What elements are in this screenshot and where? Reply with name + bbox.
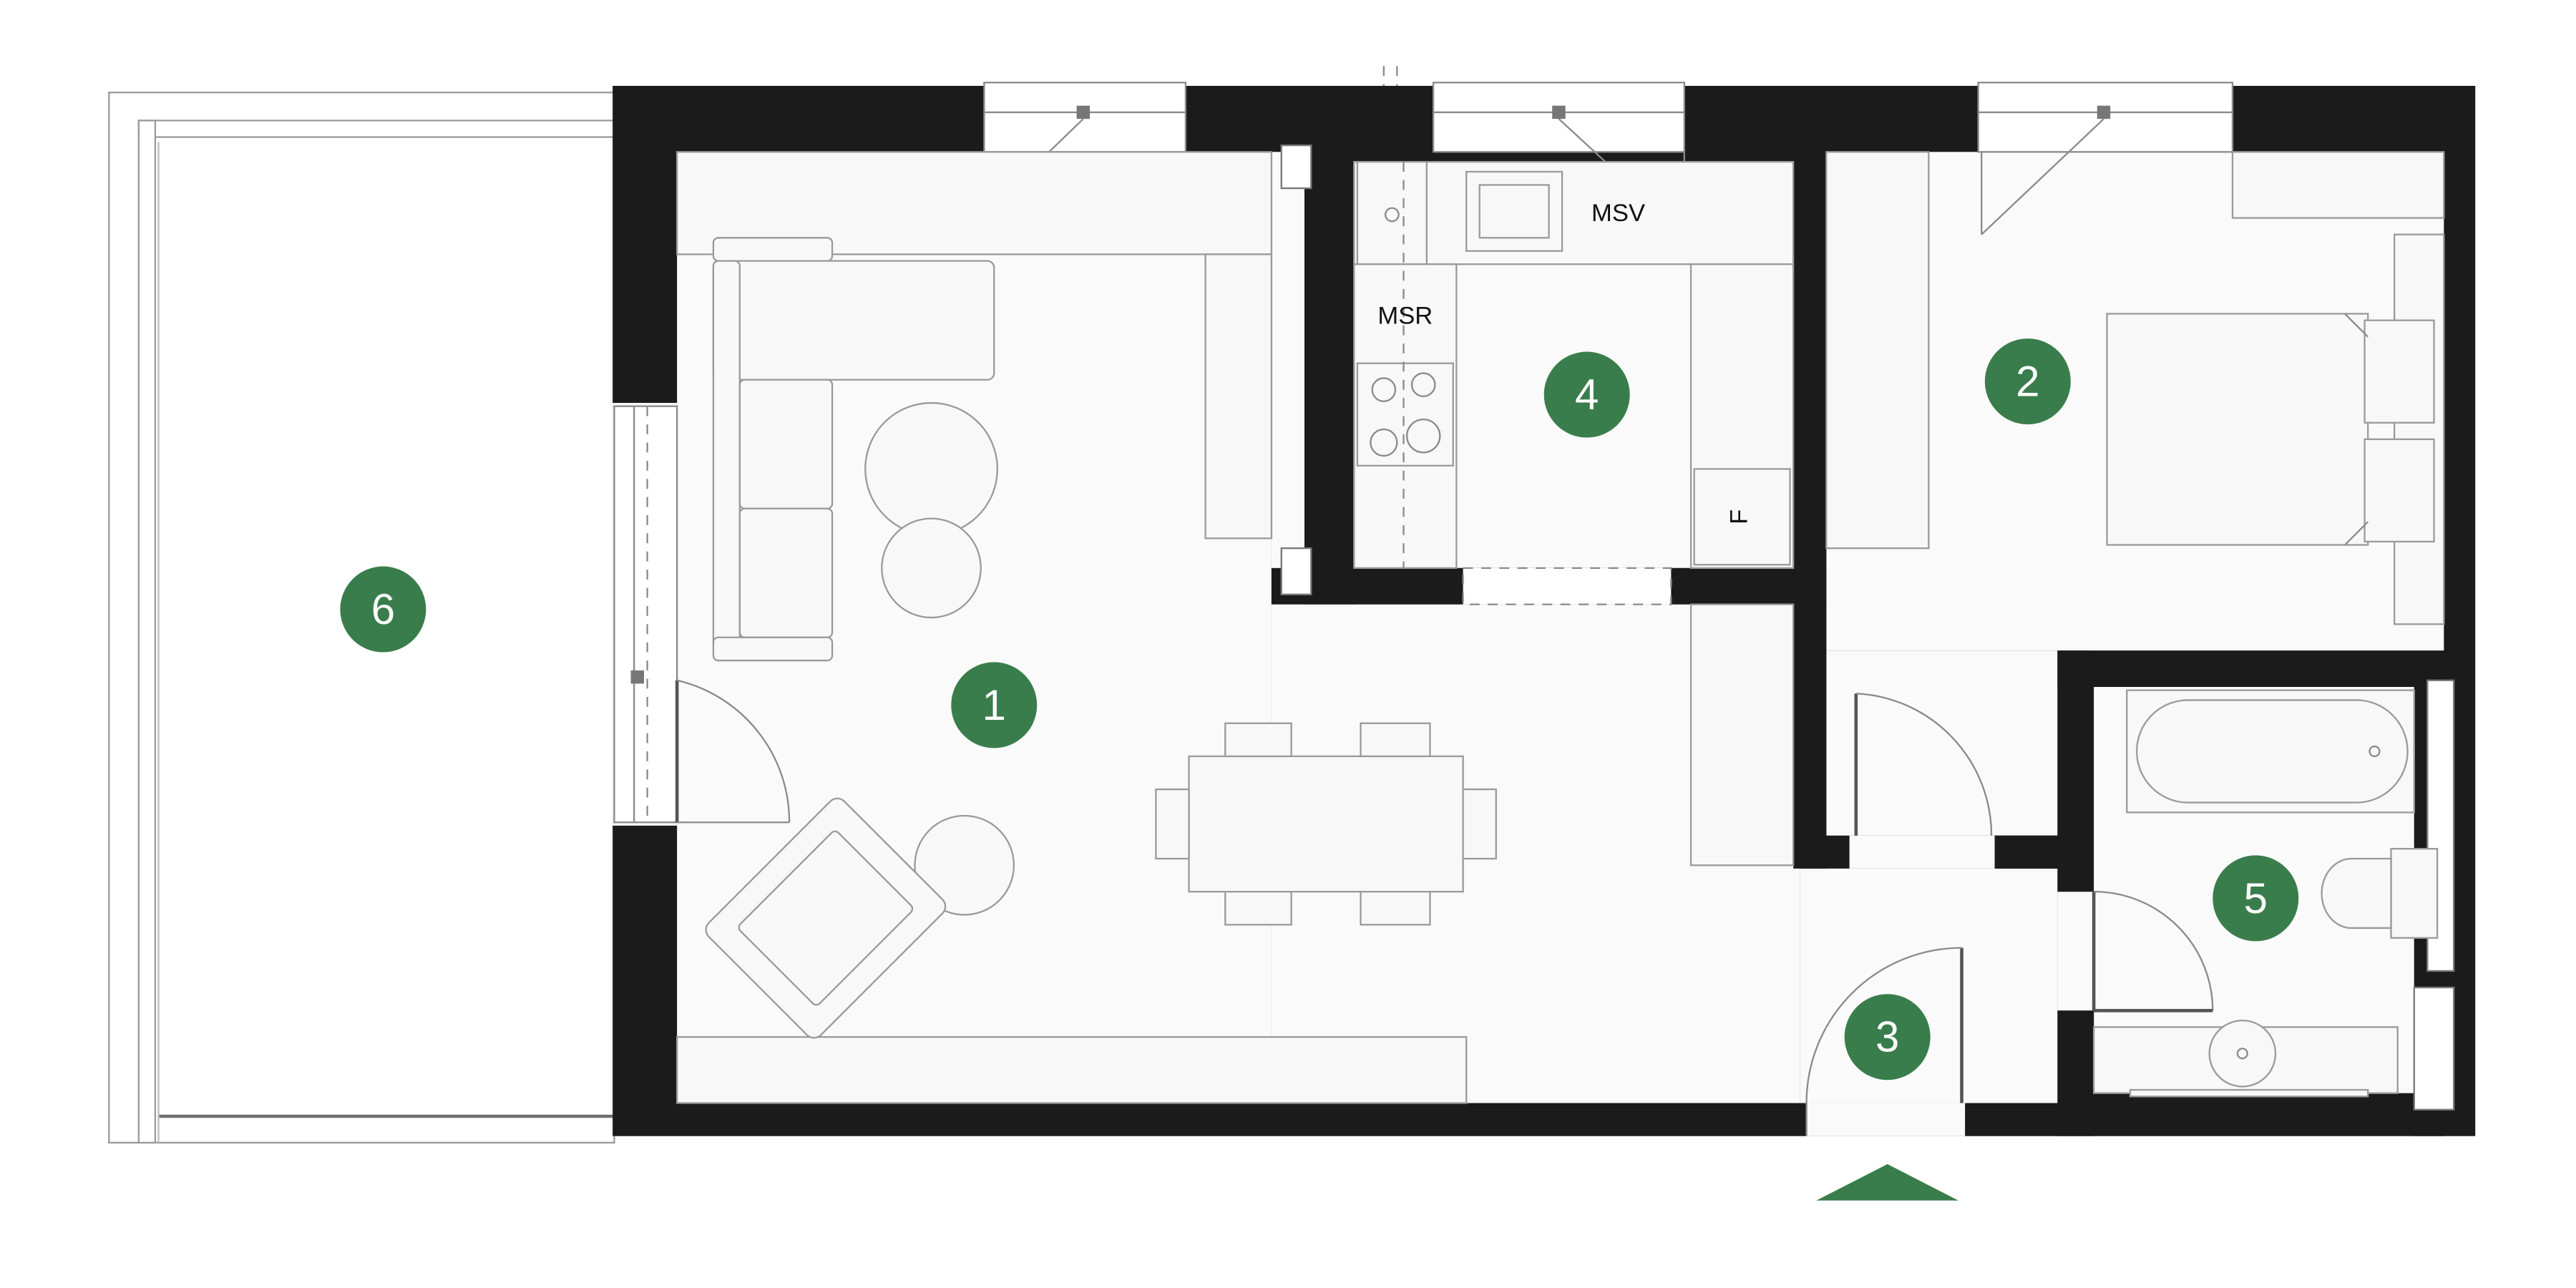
room-badge-5: 5: [2212, 855, 2299, 942]
room-badge-circle: [951, 662, 1038, 748]
bedroom-furniture: [1825, 151, 2445, 625]
doors: [675, 567, 2214, 1136]
living-sideboard: [676, 1036, 1468, 1104]
bedroom-door: [1854, 693, 1993, 836]
room-number: 6: [371, 585, 395, 633]
terrace-door-window: [613, 405, 678, 824]
side-table: [914, 814, 1015, 916]
bed: [2106, 313, 2435, 546]
bedside-units: [2393, 233, 2445, 625]
living-room-furniture: [676, 151, 1795, 1104]
bedroom-shelf: [2231, 151, 2445, 219]
room-badges: 1 2 3 4 5 6: [340, 338, 2299, 1080]
hall-wardrobe: [1689, 603, 1795, 867]
hob: [1356, 362, 1454, 467]
bedroom-wardrobe: [1825, 151, 1930, 550]
room-badge-3: 3: [1844, 994, 1931, 1080]
room-number: 2: [2016, 358, 2039, 406]
sink: [1356, 161, 1428, 265]
dining-set: [1155, 722, 1497, 926]
window-kitchen: [1432, 82, 1685, 235]
room-badge-circle: [2212, 855, 2299, 942]
label-msv: MSV: [1591, 200, 1645, 227]
fridge: [1693, 468, 1791, 566]
room-badge-2: 2: [1984, 338, 2071, 425]
kitchen-furniture: [1353, 161, 1795, 569]
label-msr: MSR: [1377, 302, 1433, 329]
sofa: [712, 237, 995, 662]
window-bedroom: [1977, 82, 2234, 235]
room-badge-circle: [1844, 994, 1931, 1080]
entrance-arrow-icon: [1816, 1163, 1958, 1201]
entrance-door: [1805, 947, 1963, 1136]
bathroom-furniture: [2092, 689, 2439, 1098]
room-badge-circle: [1984, 338, 2071, 425]
coffee-table-small: [881, 517, 982, 619]
bathroom-door: [2092, 891, 2214, 1013]
toilet: [2321, 848, 2439, 939]
room-badge-4: 4: [1543, 351, 1630, 438]
room-number: 5: [2244, 874, 2268, 922]
room-number: 1: [982, 681, 1006, 729]
armchair: [705, 797, 947, 1039]
terrace-door: [675, 679, 791, 824]
room-badge-circle: [1543, 351, 1630, 438]
washbasin: [2208, 1019, 2277, 1088]
living-cabinet: [1204, 253, 1273, 540]
room-badge-6: 6: [340, 566, 426, 653]
sink-drain-icon: [1384, 207, 1400, 223]
room-badge-1: 1: [951, 662, 1038, 748]
room-number: 4: [1575, 371, 1599, 419]
room-badge-circle: [340, 566, 426, 653]
room-number: 3: [1875, 1013, 1899, 1061]
terrace: [108, 92, 615, 1144]
fixture-labels: MSV MSR F: [1377, 200, 1752, 525]
label-fridge: F: [1725, 509, 1752, 525]
coffee-table-large: [864, 401, 998, 536]
